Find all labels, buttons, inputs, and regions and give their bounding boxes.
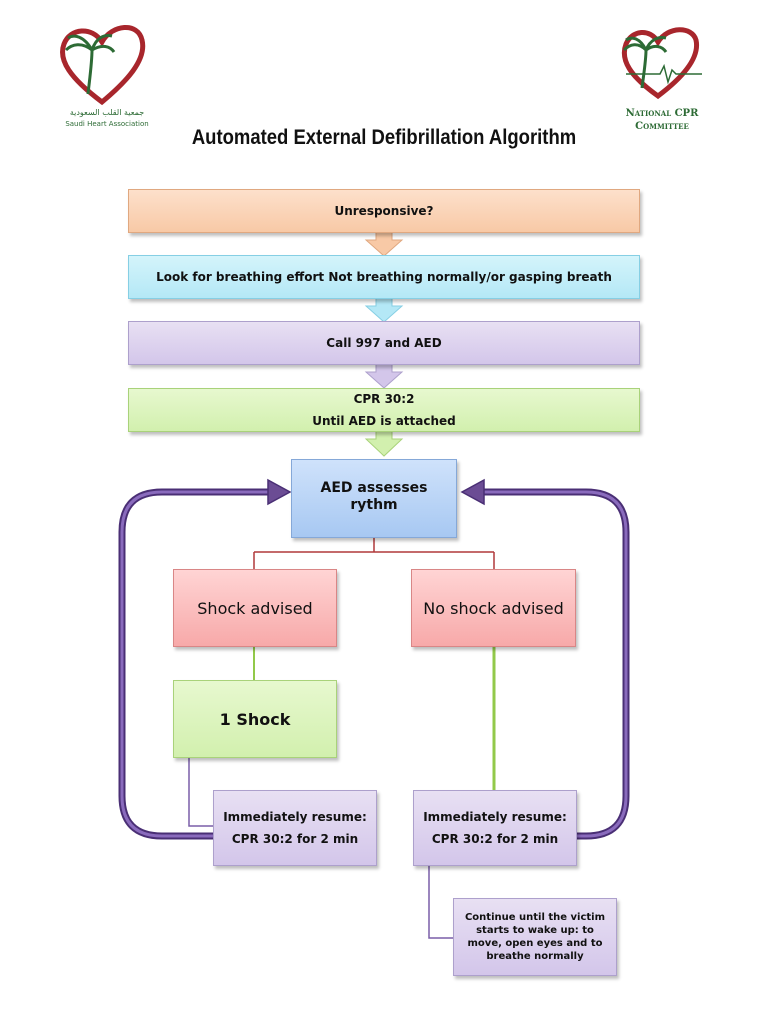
cpr-step: CPR 30:2 Until AED is attached xyxy=(128,388,640,432)
resume-left-step: Immediately resume: CPR 30:2 for 2 min xyxy=(213,790,377,866)
down-arrow-orange xyxy=(364,231,404,257)
ecg-line-icon xyxy=(626,63,702,85)
call-label: Call 997 and AED xyxy=(326,336,442,350)
down-arrow-cyan xyxy=(364,297,404,323)
no-shock-advised-step: No shock advised xyxy=(411,569,576,647)
resume-right-line2: CPR 30:2 for 2 min xyxy=(431,832,559,846)
resume-right-step: Immediately resume: CPR 30:2 for 2 min xyxy=(413,790,577,866)
aed-assesses-step: AED assesses rythm xyxy=(291,459,457,538)
logo-line2: Committee xyxy=(635,121,689,132)
logo-english-text: Saudi Heart Association xyxy=(65,120,149,128)
unresponsive-step: Unresponsive? xyxy=(128,189,640,233)
continue-step: Continue until the victim starts to wake… xyxy=(453,898,617,976)
heart-logo-icon xyxy=(621,27,702,100)
shock-advised-label: Shock advised xyxy=(197,598,313,618)
unresponsive-label: Unresponsive? xyxy=(334,204,434,218)
resume-left-line1: Immediately resume: xyxy=(223,810,367,824)
breathing-step: Look for breathing effort Not breathing … xyxy=(128,255,640,299)
palm-tree-icon xyxy=(622,36,668,89)
logo-line1: National CPR xyxy=(625,108,699,119)
cpr-label-line1: CPR 30:2 xyxy=(353,392,415,406)
national-cpr-committee-logo: National CPR Committee xyxy=(612,22,712,134)
aed-label: AED assesses rythm xyxy=(320,480,428,513)
down-arrow-green xyxy=(364,430,404,457)
right-loop-arrow xyxy=(460,478,630,840)
one-shock-step: 1 Shock xyxy=(173,680,337,758)
saudi-heart-association-logo: جمعية القلب السعودية Saudi Heart Associa… xyxy=(52,20,162,132)
no-shock-advised-label: No shock advised xyxy=(423,598,564,618)
branch-lines xyxy=(253,537,495,569)
resume-to-continue-line xyxy=(428,866,453,939)
breathing-label: Look for breathing effort Not breathing … xyxy=(156,270,612,284)
cpr-label-line2: Until AED is attached xyxy=(312,414,456,428)
page-title: Automated External Defibrillation Algori… xyxy=(191,126,577,149)
heart-logo-icon xyxy=(60,25,146,106)
logo-arabic-text: جمعية القلب السعودية xyxy=(69,108,145,117)
palm-tree-icon xyxy=(64,34,116,95)
continue-label: Continue until the victim starts to wake… xyxy=(464,912,606,962)
down-arrow-purple xyxy=(364,363,404,389)
one-shock-label: 1 Shock xyxy=(219,709,291,729)
1shock-to-resume-line xyxy=(188,758,213,827)
shock-advised-step: Shock advised xyxy=(173,569,337,647)
call-step: Call 997 and AED xyxy=(128,321,640,365)
resume-left-line2: CPR 30:2 for 2 min xyxy=(231,832,359,846)
left-loop-arrow xyxy=(118,478,292,840)
resume-right-line1: Immediately resume: xyxy=(423,810,567,824)
